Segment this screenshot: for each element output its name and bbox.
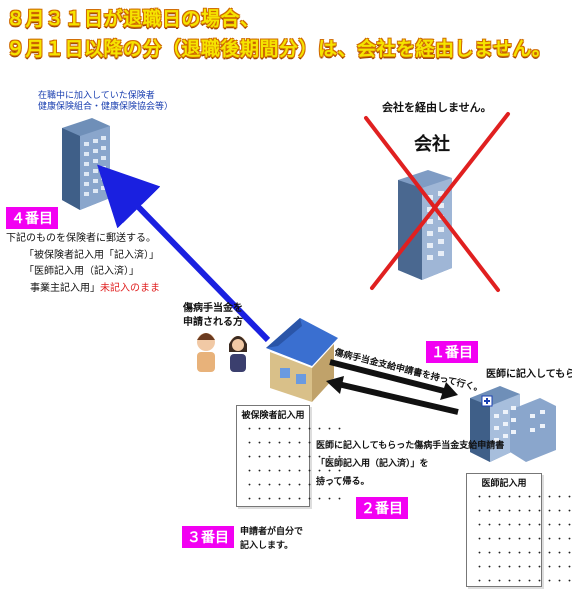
insured-document-line-5: ・・・・・・・・・・ [245,481,346,491]
step2-arrow [326,376,459,415]
applicant-label-line-2: 申請される方 [183,317,243,328]
step4-item-3-prefix: 事業主記入用」 [30,283,100,294]
insured-document-title: 被保険者記入用 [241,411,305,421]
insured-document-line-6: ・・・・・・・・・・ [245,495,346,505]
doctor-document-line-6: ・・・・・・・・・・ [475,563,572,573]
hospital-building-icon [470,386,556,462]
insured-document-line-3: ・・・・・・・・・・ [245,453,346,463]
insurer-label-line-1: 在職中に加入していた保険者 [38,91,155,101]
applicant-label-line-1: 傷病手当金を [183,303,243,314]
doctor-document-line-4: ・・・・・・・・・・ [475,535,572,545]
doctor-document-line-1: ・・・・・・・・・・ [475,493,572,503]
step4-text: 下記のものを保険者に郵送する。 [6,233,156,244]
doctor-document-title: 医師記入用 [481,479,527,489]
step4-badge: ４番目 [6,207,58,229]
insured-document-line-1: ・・・・・・・・・・ [245,425,346,435]
step2-line-3: 持って帰る。 [316,477,370,487]
doctor-note: 医師に記入してもらう。 [486,369,572,380]
doctor-document-line-5: ・・・・・・・・・・ [475,549,572,559]
company-name: 会社 [414,134,450,155]
insurer-label-line-2: 健康保険組合・健康保険協会等） [38,102,174,112]
step2-line-1: 医師に記入してもらった傷病手当金支給申請書 [316,441,505,451]
step4-item-2: 「医師記入用（記入済）」 [24,266,139,277]
step3-line-1: 申請者が自分で [240,527,304,537]
step3-badge: ３番目 [182,526,234,548]
company-building-icon [398,170,452,280]
step4-item-1: 「被保険者記入用「記入済）」 [24,250,159,261]
step1-arrow [329,359,458,400]
mail-arrow [97,164,271,343]
insured-document: 被保険者記入用 ・・・・・・・・・・ ・・・・・・・・・・ ・・・・・・・・・・… [236,405,346,507]
insurer-building-icon [62,118,110,210]
doctor-document-line-3: ・・・・・・・・・・ [475,521,572,531]
step2-badge: ２番目 [356,497,408,519]
step1-badge: １番目 [426,341,478,363]
house-icon [266,318,338,402]
step4-item-3: 事業主記入用」未記入のまま [30,283,160,295]
title-line-2: ９月１日以降の分（退職後期間分）は、会社を経由しません。 [6,38,552,60]
company-note: 会社を経由しません。 [382,101,492,114]
doctor-document-line-2: ・・・・・・・・・・ [475,507,572,517]
step3-line-2: 記入します。 [240,541,294,551]
title-line-1: ８月３１日が退職日の場合、 [6,8,260,30]
step4-item-3-suffix: 未記入のまま [100,283,160,294]
step2-line-2: 「医師記入用（記入済）」を [316,459,429,469]
applicant-people-icon [197,333,247,372]
doctor-document-line-7: ・・・・・・・・・・ [475,577,572,587]
cross-mark-icon [364,112,510,292]
insured-document-line-2: ・・・・・・・・・・ [245,439,346,449]
insured-document-line-4: ・・・・・・・・・・ [245,467,346,477]
doctor-document: 医師記入用 ・・・・・・・・・・ ・・・・・・・・・・ ・・・・・・・・・・ ・… [466,473,572,587]
